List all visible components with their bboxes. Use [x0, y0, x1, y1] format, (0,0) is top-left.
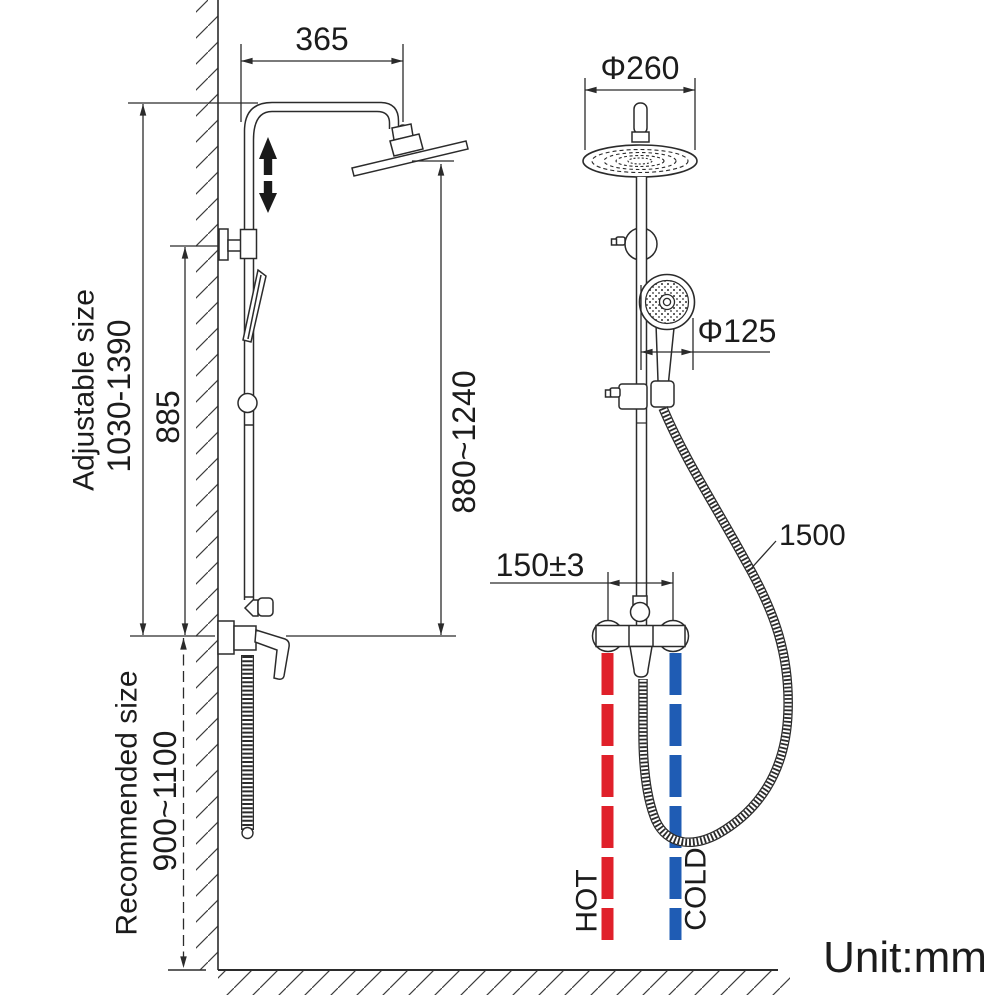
unit-label: Unit:mm — [823, 933, 987, 982]
adjustable-size-label: Adjustable size — [68, 289, 101, 491]
hose-front — [638, 406, 793, 847]
hose-length-label: 1500 — [779, 519, 846, 552]
hand-shower-front — [638, 273, 696, 383]
cold-label: COLD — [680, 847, 713, 930]
hose-side — [241, 655, 254, 840]
valve-handle-front — [629, 645, 653, 678]
diverter-ball — [629, 601, 651, 623]
diverter-spout — [243, 597, 274, 617]
supply-lines — [601, 653, 682, 940]
recommended-size-label: Recommended size — [111, 670, 144, 935]
head-mount — [389, 133, 424, 157]
right-dimensions — [490, 78, 777, 621]
top-slide-bracket — [610, 227, 658, 261]
wall — [196, 0, 219, 970]
floor-hatching — [218, 971, 790, 995]
height-adjust-arrow-icon — [259, 137, 277, 213]
rain-head-side-plate — [351, 140, 469, 177]
adjustable-size-value: 1030-1390 — [101, 319, 137, 472]
dim-365-label: 365 — [295, 21, 348, 57]
right-view — [582, 102, 793, 847]
hot-label: HOT — [571, 869, 604, 932]
floor — [168, 969, 790, 995]
rain-head-front — [582, 144, 698, 178]
rain-head-diameter-label: Φ260 — [601, 50, 680, 86]
left-dimension-labels: 365 Adjustable size 1030-1390 885 880~12… — [68, 21, 483, 936]
wall-hatching — [196, 0, 218, 970]
recommended-size-value: 900~1100 — [147, 731, 183, 872]
riser-pipe-inner — [252, 110, 391, 600]
mixer-valve-front — [591, 595, 690, 678]
valve-handle-side — [254, 629, 290, 680]
head-stem — [633, 102, 648, 135]
slider-knob — [237, 392, 258, 414]
hose-coupling — [650, 380, 675, 408]
dim-880-1240-label: 880~1240 — [446, 370, 482, 513]
hand-shower-side — [242, 268, 267, 343]
left-dimensions — [128, 44, 456, 968]
inlet-spacing-label: 150±3 — [496, 547, 585, 583]
mixer-valve-side — [217, 620, 290, 680]
valve-body — [595, 624, 686, 648]
head-stem-collar — [631, 131, 650, 143]
dim-885-label: 885 — [150, 390, 186, 443]
bottom-slide-bracket — [604, 380, 675, 410]
right-dimension-labels: Φ260 Φ125 150±3 1500 HOT COLD — [496, 50, 846, 933]
left-view — [217, 101, 469, 840]
riser-pipe-outer — [243, 101, 400, 600]
wall-bracket — [218, 228, 258, 261]
hand-shower-diameter-label: Φ125 — [698, 313, 777, 349]
leader-line-1500 — [747, 540, 777, 573]
